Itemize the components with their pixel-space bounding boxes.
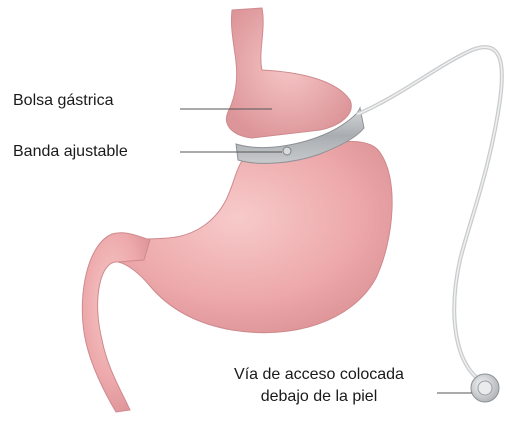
port-label-line2: debajo de la piel <box>203 387 435 407</box>
band-label: Banda ajustable <box>13 142 128 162</box>
duodenum <box>82 233 150 412</box>
stomach-body <box>112 141 392 332</box>
esophagus <box>226 8 351 138</box>
port-label-line1: Vía de acceso colocada <box>203 365 435 385</box>
pouch-label: Bolsa gástrica <box>13 91 114 111</box>
band-buckle-icon <box>283 147 291 155</box>
